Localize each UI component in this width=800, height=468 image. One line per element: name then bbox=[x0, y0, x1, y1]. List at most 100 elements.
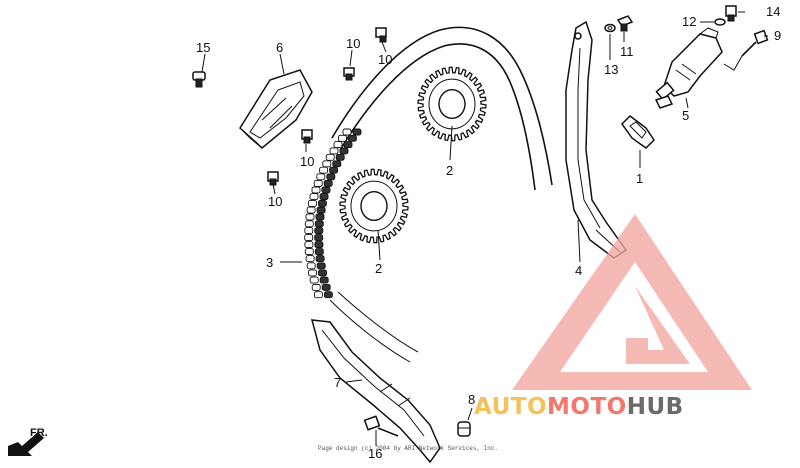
chain-link bbox=[339, 147, 349, 155]
bolt-11 bbox=[616, 15, 634, 32]
callout-12: 12 bbox=[682, 14, 696, 29]
chain-link bbox=[305, 255, 315, 263]
chain-link bbox=[323, 179, 333, 187]
chain-link bbox=[321, 186, 331, 194]
chain-link bbox=[321, 283, 331, 291]
chain-link bbox=[316, 173, 326, 181]
chain-link bbox=[313, 179, 323, 187]
chain-guide-lower bbox=[310, 319, 441, 464]
callout-3: 3 bbox=[266, 255, 273, 270]
chain-link bbox=[315, 255, 325, 263]
chain-link bbox=[337, 134, 347, 142]
callout-4: 4 bbox=[575, 263, 582, 278]
chain-link bbox=[311, 283, 321, 291]
callout-10: 10 bbox=[268, 194, 282, 209]
front-label: FR. bbox=[30, 427, 48, 439]
washer-13 bbox=[604, 23, 616, 33]
leader-lines bbox=[201, 11, 768, 446]
sprocketLower-hub-ring bbox=[350, 180, 398, 232]
chain-link bbox=[316, 262, 326, 270]
chain-link bbox=[333, 141, 343, 149]
front-direction-arrow: FR. bbox=[8, 427, 48, 456]
tensioner-arm bbox=[565, 20, 628, 259]
gasket bbox=[621, 115, 655, 149]
watermark-wordmark: AUTOMOTOHUB bbox=[474, 394, 684, 420]
watermark-word-auto: AUTO bbox=[474, 394, 547, 420]
cam-chain-run-lines bbox=[329, 26, 553, 363]
callout-10: 10 bbox=[378, 52, 392, 67]
tensioner-lifter bbox=[654, 27, 723, 109]
chain-link bbox=[317, 199, 327, 207]
bolt-16 bbox=[363, 415, 399, 437]
chain-link bbox=[323, 291, 333, 299]
bolt-10b bbox=[375, 27, 387, 43]
callout-14: 14 bbox=[766, 4, 780, 19]
chain-link bbox=[332, 160, 342, 168]
watermark-word-hub: HUB bbox=[627, 394, 684, 420]
chain-link bbox=[319, 193, 329, 201]
chain-link bbox=[304, 220, 314, 228]
callout-16: 16 bbox=[368, 446, 382, 461]
chain-link bbox=[329, 166, 339, 174]
cam-sprocket-lower bbox=[339, 168, 409, 244]
bolt-10a bbox=[343, 67, 355, 81]
callout-2: 2 bbox=[446, 163, 453, 178]
callout-8: 8 bbox=[468, 392, 475, 407]
chain-link bbox=[318, 269, 327, 277]
chain-link bbox=[352, 128, 362, 136]
chain-link bbox=[347, 134, 357, 142]
bolt-10c bbox=[301, 129, 313, 144]
watermark-word-moto: MOTO bbox=[547, 394, 627, 420]
chain-link bbox=[313, 291, 323, 299]
chain-link bbox=[305, 213, 315, 221]
chain-link bbox=[315, 213, 325, 221]
bolt-9 bbox=[741, 29, 769, 57]
callout-5: 5 bbox=[682, 108, 689, 123]
sprocketLower-bore bbox=[360, 190, 388, 221]
chain-link bbox=[325, 153, 335, 161]
chain-link bbox=[304, 234, 314, 242]
chain-link bbox=[309, 276, 319, 284]
chain-link bbox=[306, 206, 316, 214]
chain-link bbox=[314, 227, 324, 235]
bolt-10d bbox=[267, 171, 279, 186]
cam-sprocket-upper bbox=[417, 66, 487, 142]
chain-link bbox=[322, 160, 332, 168]
callout-15: 15 bbox=[196, 40, 210, 55]
chain-link bbox=[308, 269, 317, 277]
chain-link bbox=[314, 220, 324, 228]
chain-link bbox=[304, 227, 314, 235]
chain-link bbox=[319, 276, 329, 284]
chain-guide-cover bbox=[239, 69, 313, 149]
bolt-14 bbox=[725, 5, 737, 22]
bolt-15 bbox=[192, 71, 206, 88]
callout-13: 13 bbox=[604, 62, 618, 77]
chain-link bbox=[329, 147, 339, 155]
chain-link bbox=[314, 234, 324, 242]
chain-link bbox=[314, 248, 324, 256]
callout-10: 10 bbox=[300, 154, 314, 169]
callout-2: 2 bbox=[375, 261, 382, 276]
callout-7: 7 bbox=[334, 375, 341, 390]
callout-6: 6 bbox=[276, 40, 283, 55]
chain-link bbox=[326, 173, 336, 181]
callout-1: 1 bbox=[636, 171, 643, 186]
chain-link bbox=[342, 128, 352, 136]
washer-12 bbox=[714, 18, 726, 26]
chain-link bbox=[314, 241, 324, 249]
chain-link bbox=[304, 248, 314, 256]
chain-link bbox=[311, 186, 321, 194]
chain-link bbox=[309, 193, 319, 201]
chain-link bbox=[304, 241, 314, 249]
callout-10: 10 bbox=[346, 36, 360, 51]
cam-chain bbox=[304, 128, 362, 299]
chain-link bbox=[319, 166, 329, 174]
chain-link bbox=[306, 262, 316, 270]
callout-9: 9 bbox=[774, 28, 781, 43]
chain-link bbox=[343, 141, 353, 149]
chain-link bbox=[316, 206, 326, 214]
sprocketUpper-bore bbox=[438, 88, 466, 119]
